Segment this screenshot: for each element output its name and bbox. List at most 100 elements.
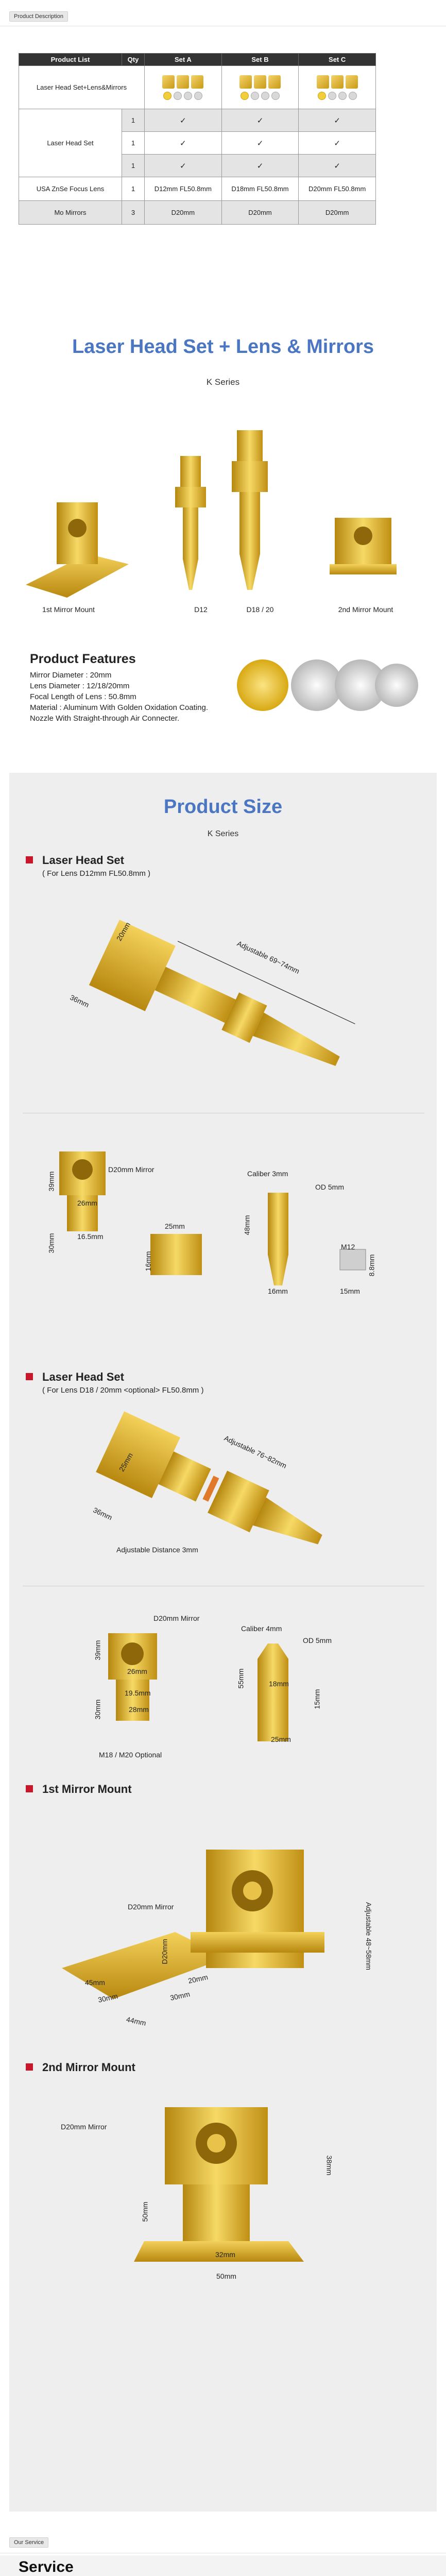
set-c-image	[298, 65, 376, 109]
header-qty: Qty	[122, 53, 145, 66]
banner-series: K Series	[206, 377, 240, 387]
feature-item: Mirror Diameter : 20mm	[30, 671, 112, 680]
product-description-tag: Product Description	[9, 11, 68, 22]
mirrors-set-b: D20mm	[221, 200, 299, 225]
caption-d18-20: D18 / 20	[246, 605, 274, 614]
group-label: Laser Head Set	[47, 139, 94, 147]
table-row: Mo Mirrors 3 D20mm D20mm D20mm	[19, 200, 376, 225]
mirror-mount-icon	[253, 75, 266, 89]
check-icon: ✓	[221, 154, 299, 177]
laser-head-qty: 1	[122, 109, 145, 132]
dim-label: D20mm	[160, 1939, 169, 1964]
dim-label: 26mm	[77, 1199, 97, 1207]
laser-head-icon	[239, 75, 252, 89]
table-row: Laser Head Set+Lens&Mirrors	[19, 65, 376, 109]
caption-2nd-mirror: 2nd Mirror Mount	[338, 605, 393, 614]
dim-label: Caliber 3mm	[247, 1170, 288, 1178]
caption-1st-mirror: 1st Mirror Mount	[42, 605, 95, 614]
dim-label: 55mm	[236, 1668, 245, 1689]
section-title: Laser Head Set	[42, 854, 124, 867]
dim-label: D20mm Mirror	[61, 2123, 107, 2131]
section-2nd-mirror-mount: 2nd Mirror Mount	[26, 2061, 135, 2074]
mirror-icon	[338, 91, 347, 100]
dim-label: 8.8mm	[367, 1254, 376, 1277]
table-row: 1 ✓ ✓ ✓	[19, 154, 376, 177]
feature-item: Material : Aluminum With Golden Oxidatio…	[30, 703, 208, 712]
red-square-icon	[26, 1373, 33, 1381]
dim-label: 38mm	[325, 2155, 334, 2176]
mirror-mount-icon	[177, 75, 190, 89]
section-title: Laser Head Set	[42, 1370, 124, 1383]
mirrors-set-a: D20mm	[144, 200, 222, 225]
dim-label: 39mm	[93, 1640, 102, 1660]
our-service-tag: Our Service	[9, 2537, 49, 2548]
section-subtitle: ( For Lens D12mm FL50.8mm )	[42, 869, 151, 878]
dim-label: M12	[341, 1243, 355, 1251]
size-title: Product Size	[163, 796, 283, 818]
dim-label: 50mm	[216, 2272, 236, 2280]
first-mirror-mount-diagram	[62, 1850, 324, 1999]
table-header-row: Product List Qty Set A Set B Set C	[19, 53, 376, 66]
mirror-mount-icon	[345, 75, 358, 89]
mirror-icon	[271, 91, 280, 100]
header-set-a: Set A	[144, 53, 222, 66]
set-label-cell: Laser Head Set+Lens&Mirrors	[19, 65, 145, 109]
mirror-icon	[250, 91, 259, 100]
dim-label: 28mm	[129, 1705, 149, 1714]
mirrors-set-c: D20mm	[298, 200, 376, 225]
laser-head-d12-diagram	[89, 920, 355, 1066]
feature-item: Nozzle With Straight-through Air Connect…	[30, 714, 180, 723]
header-set-c: Set C	[298, 53, 376, 66]
dim-label: 50mm	[141, 2201, 149, 2222]
first-mirror-qty: 1	[122, 131, 145, 155]
service-section	[0, 2555, 446, 2576]
lens-icon	[240, 91, 249, 100]
dim-label: 45mm	[85, 1978, 105, 1987]
feature-item: Lens Diameter : 12/18/20mm	[30, 682, 130, 690]
dim-label: 30mm	[47, 1233, 56, 1253]
product-lineup-image	[26, 430, 397, 598]
check-icon: ✓	[221, 131, 299, 155]
product-list-table: Product List Qty Set A Set B Set C Laser…	[19, 53, 376, 225]
lens-icon	[163, 91, 172, 100]
lens-set-a: D12mm FL50.8mm	[144, 177, 222, 201]
set-b-image	[221, 65, 299, 109]
dim-label: 15mm	[340, 1287, 360, 1295]
dim-label: Adjustable Distance 3mm	[116, 1546, 198, 1554]
dim-label: 18mm	[269, 1680, 289, 1688]
banner-title: Laser Head Set + Lens & Mirrors	[72, 336, 374, 358]
dim-label: D20mm Mirror	[153, 1614, 200, 1622]
red-square-icon	[26, 856, 33, 864]
dim-label: OD 5mm	[303, 1636, 332, 1645]
red-square-icon	[26, 2063, 33, 2071]
second-mirror-mount-diagram	[134, 2107, 304, 2262]
features-title: Product Features	[30, 652, 136, 666]
second-mirror-qty: 1	[122, 154, 145, 177]
dim-label: 16mm	[268, 1287, 288, 1295]
mirrors-qty: 3	[122, 200, 145, 225]
red-square-icon	[26, 1785, 33, 1793]
mirror-icon	[174, 91, 182, 100]
mirror-icon	[184, 91, 193, 100]
check-icon: ✓	[144, 109, 222, 132]
check-icon: ✓	[298, 131, 376, 155]
mirror-mount-icon	[268, 75, 281, 89]
mirror-icon	[328, 91, 336, 100]
dim-label: Adjustable 48~58mm	[364, 1902, 373, 1970]
header-set-b: Set B	[221, 53, 299, 66]
section-subtitle: ( For Lens D18 / 20mm <optional> FL50.8m…	[42, 1386, 204, 1395]
check-icon: ✓	[298, 109, 376, 132]
dim-label: 15mm	[313, 1689, 321, 1709]
mirror-icon	[348, 91, 357, 100]
dim-label: D20mm Mirror	[128, 1903, 174, 1911]
dim-label: 25mm	[271, 1735, 291, 1743]
mirror-icon	[261, 91, 269, 100]
lens-name: USA ZnSe Focus Lens	[19, 177, 122, 201]
table-row: Laser Head Set 1 ✓ ✓ ✓	[19, 109, 376, 177]
mirror-mount-icon	[191, 75, 204, 89]
lens-icon	[317, 91, 326, 100]
check-icon: ✓	[298, 154, 376, 177]
dim-label: 16.5mm	[77, 1232, 104, 1241]
dim-label: 19.5mm	[125, 1689, 151, 1697]
